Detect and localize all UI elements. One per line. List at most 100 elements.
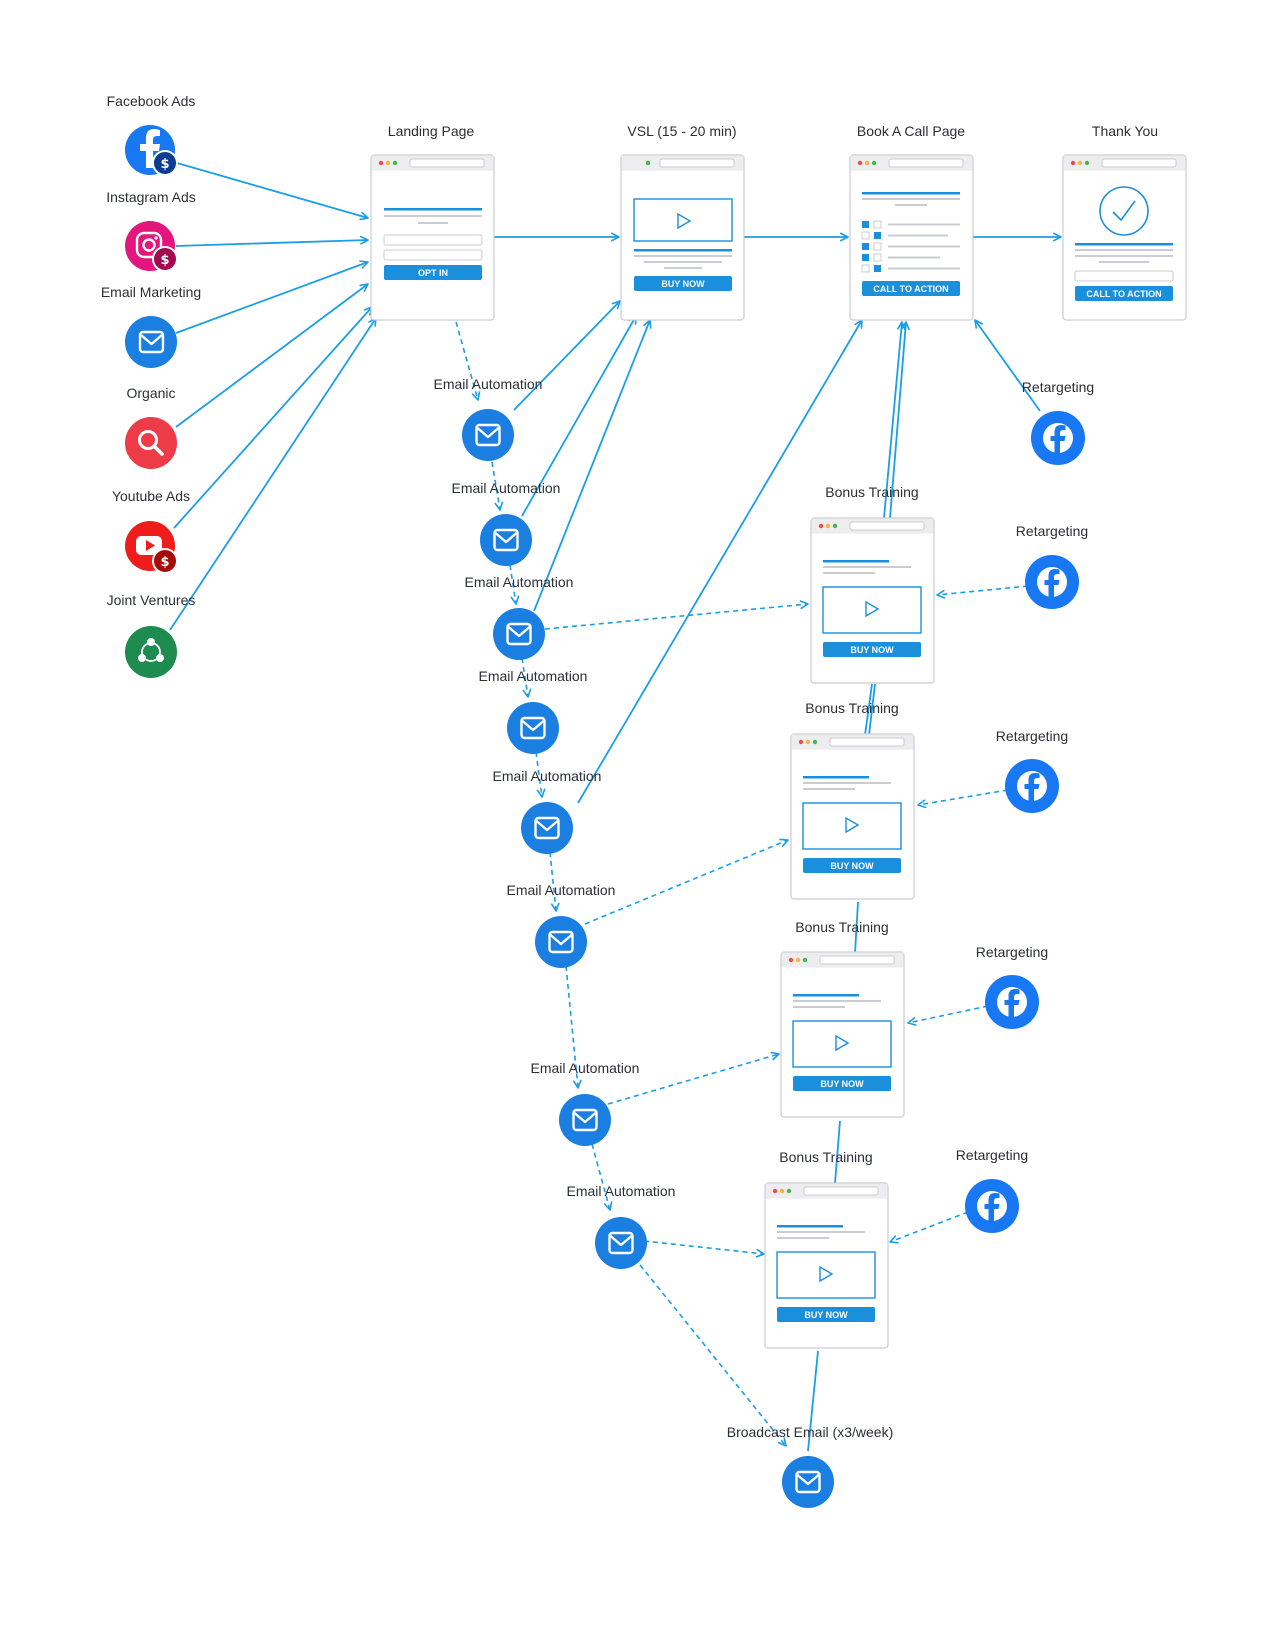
- call-to-action-button[interactable]: [862, 281, 960, 296]
- buy-now-button[interactable]: [823, 642, 921, 657]
- video-player[interactable]: [633, 198, 733, 242]
- opt-in-button-label: OPT IN: [418, 268, 448, 278]
- connector-retarget5-to-bonus4: [889, 1211, 969, 1244]
- call-to-action-button[interactable]: [1075, 286, 1173, 301]
- email-icon: [595, 1217, 647, 1269]
- retargeting-label: Retargeting: [1016, 523, 1088, 539]
- source-label: Instagram Ads: [106, 189, 196, 205]
- traffic-sources: Facebook Ads $ Instagram Ads $ Email Mar…: [101, 93, 201, 678]
- connector-email6-to-bonus2: [584, 838, 789, 925]
- buy-now-button-label: BUY NOW: [850, 645, 894, 655]
- email-automation-6[interactable]: Email Automation: [507, 882, 616, 968]
- source-email-marketing[interactable]: Email Marketing: [101, 284, 201, 368]
- call-to-action-button-label: CALL TO ACTION: [873, 284, 948, 294]
- search-icon: [125, 417, 177, 469]
- email-automation-3[interactable]: Email Automation: [465, 574, 574, 660]
- email-icon: [480, 514, 532, 566]
- source-label: Email Marketing: [101, 284, 201, 300]
- connectors: [169, 160, 1062, 1452]
- buy-now-button[interactable]: [777, 1307, 875, 1322]
- connector-bonus1-to-bookcall-a: [883, 321, 906, 519]
- email-icon: [782, 1456, 834, 1508]
- retargeting-4[interactable]: Retargeting: [976, 944, 1048, 1029]
- facebook-icon: [1025, 555, 1079, 609]
- connector-retarget3-to-bonus2: [917, 789, 1009, 809]
- email-automation-4[interactable]: Email Automation: [479, 668, 588, 754]
- connector-email7-to-email8: [591, 1143, 613, 1211]
- page-title: Book A Call Page: [857, 123, 965, 139]
- facebook-icon: [965, 1179, 1019, 1233]
- email-automation-2[interactable]: Email Automation: [452, 480, 561, 566]
- email-automation-label: Email Automation: [567, 1183, 676, 1199]
- connector-bonus2-to-bonus1-a: [864, 683, 873, 736]
- source-facebook-ads[interactable]: Facebook Ads $: [107, 93, 196, 176]
- bonus-training-1[interactable]: Bonus Training BUY NOW: [810, 484, 935, 684]
- play-icon: [865, 600, 880, 618]
- email-automation-7[interactable]: Email Automation: [531, 1060, 640, 1146]
- connector-retarget2-to-bonus1: [936, 585, 1029, 599]
- page-title: Bonus Training: [805, 700, 898, 716]
- broadcast-email[interactable]: Broadcast Email (x3/week): [727, 1424, 894, 1508]
- retargeting-5[interactable]: Retargeting: [956, 1147, 1028, 1233]
- email-automation-8[interactable]: Email Automation: [567, 1183, 676, 1269]
- svg-text:$: $: [160, 157, 169, 172]
- source-instagram-ads[interactable]: Instagram Ads $: [106, 189, 196, 272]
- source-joint-ventures[interactable]: Joint Ventures: [107, 592, 196, 678]
- buy-now-button[interactable]: [793, 1076, 891, 1091]
- bonus-training-2[interactable]: Bonus Training BUY NOW: [790, 700, 915, 900]
- connector-retarget1-to-bookcall: [974, 319, 1041, 412]
- retargeting-2[interactable]: Retargeting: [1016, 523, 1088, 609]
- buy-now-button-label: BUY NOW: [661, 279, 705, 289]
- broadcast-email-label: Broadcast Email (x3/week): [727, 1424, 894, 1440]
- email-automation-1[interactable]: Email Automation: [434, 376, 543, 461]
- book-call-page-node[interactable]: Book A Call Page CALL TO ACTION: [849, 123, 974, 321]
- retargeting-3[interactable]: Retargeting: [996, 728, 1068, 813]
- bonus-training-3[interactable]: Bonus Training BUY NOW: [780, 919, 905, 1118]
- connector-email2-to-vsl: [521, 315, 637, 517]
- play-icon: [819, 1265, 834, 1283]
- page-title: Bonus Training: [795, 919, 888, 935]
- thank-you-page-node[interactable]: Thank You CALL TO ACTION: [1062, 123, 1187, 321]
- connector-email1-to-email2: [491, 461, 504, 511]
- retargeting-1[interactable]: Retargeting: [1022, 379, 1094, 465]
- email-automation-label: Email Automation: [531, 1060, 640, 1076]
- source-organic[interactable]: Organic: [125, 385, 177, 469]
- connector-email6-to-email7: [565, 965, 582, 1089]
- connector-bonus1-to-bookcall-b: [889, 321, 910, 519]
- email-automation-label: Email Automation: [465, 574, 574, 590]
- svg-text:$: $: [160, 253, 169, 268]
- page-title: Bonus Training: [825, 484, 918, 500]
- connector-email7-to-bonus3: [607, 1051, 780, 1105]
- play-icon: [845, 816, 860, 834]
- email-automation-5[interactable]: Email Automation: [493, 768, 602, 854]
- connector-email3-to-vsl: [533, 319, 652, 612]
- email-automation-label: Email Automation: [479, 668, 588, 684]
- instagram-dollar-icon: $: [125, 221, 178, 272]
- facebook-icon: [1005, 759, 1059, 813]
- play-icon: [835, 1034, 850, 1052]
- connector-email-marketing-to-landing: [175, 260, 369, 334]
- page-title: Landing Page: [388, 123, 475, 139]
- connector-bonus3-to-bonus2: [854, 901, 859, 954]
- video-player[interactable]: [822, 586, 922, 634]
- video-player[interactable]: [776, 1251, 876, 1299]
- connector-youtube-to-landing: [173, 306, 373, 529]
- video-player[interactable]: [802, 802, 902, 850]
- facebook-icon: [1031, 411, 1085, 465]
- page-title: VSL (15 - 20 min): [627, 123, 736, 139]
- source-label: Joint Ventures: [107, 592, 196, 608]
- play-icon: [677, 212, 692, 230]
- opt-in-button[interactable]: [384, 265, 482, 280]
- video-player[interactable]: [792, 1020, 892, 1068]
- page-mockup: [849, 154, 974, 321]
- landing-page-node[interactable]: Landing Page OPT IN: [370, 123, 495, 321]
- source-youtube-ads[interactable]: Youtube Ads $: [112, 488, 190, 574]
- email-automation-label: Email Automation: [452, 480, 561, 496]
- bonus-training-4[interactable]: Bonus Training BUY NOW: [764, 1149, 889, 1349]
- buy-now-button[interactable]: [634, 276, 732, 291]
- email-icon: [535, 916, 587, 968]
- connector-email3-to-bonus1: [544, 600, 809, 630]
- buy-now-button[interactable]: [803, 858, 901, 873]
- vsl-page-node[interactable]: VSL (15 - 20 min) BUY NOW: [620, 123, 745, 321]
- connector-jv-to-landing: [169, 317, 377, 631]
